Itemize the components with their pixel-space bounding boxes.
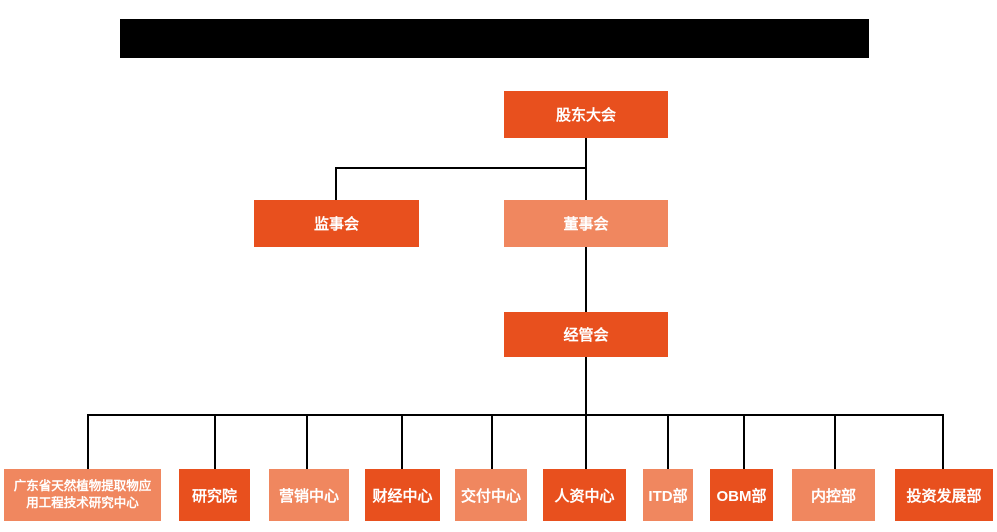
node-label: 经管会 (563, 327, 609, 344)
node-marketing-center: 营销中心 (269, 469, 349, 521)
node-investment-development-dept: 投资发展部 (895, 469, 993, 521)
node-hr-center: 人资中心 (543, 469, 626, 521)
node-label: OBM部 (716, 487, 767, 505)
connector-drop-research-center (87, 414, 89, 469)
node-label: 人资中心 (554, 487, 615, 505)
node-label: 投资发展部 (906, 487, 982, 505)
node-label: 研究院 (191, 487, 237, 505)
connector-drop-investment-dev (942, 414, 944, 469)
node-delivery-center: 交付中心 (455, 469, 527, 521)
node-itd-dept: ITD部 (643, 469, 693, 521)
connector-drop-itd-dept (667, 414, 669, 469)
node-shareholders-meeting: 股东大会 (504, 91, 668, 138)
node-label: 广东省天然植物提取物应用工程技术研究中心 (13, 479, 152, 510)
node-label: 营销中心 (278, 487, 339, 505)
node-internal-control-dept: 内控部 (792, 469, 875, 521)
node-board-of-directors: 董事会 (504, 200, 668, 247)
node-label: 内控部 (810, 487, 856, 505)
node-label: 财经中心 (372, 487, 433, 505)
connector-bottom-horizontal (87, 414, 944, 416)
node-plant-extract-research-center: 广东省天然植物提取物应用工程技术研究中心 (4, 469, 161, 521)
connector-drop-finance-center (401, 414, 403, 469)
connector-drop-marketing-center (306, 414, 308, 469)
node-label: 交付中心 (460, 487, 521, 505)
connector-shareholders-down (585, 138, 587, 201)
connector-drop-obm-dept (743, 414, 745, 469)
node-supervisory-board: 监事会 (254, 200, 419, 247)
node-finance-center: 财经中心 (365, 469, 440, 521)
node-label: 监事会 (313, 216, 359, 233)
connector-branch-horizontal (335, 167, 587, 169)
connector-supervisory-drop (335, 167, 337, 200)
node-research-institute: 研究院 (179, 469, 250, 521)
connector-drop-internal-control (834, 414, 836, 469)
node-management-committee: 经管会 (504, 312, 668, 357)
redacted-title-bar (120, 19, 869, 58)
connector-directors-down (585, 247, 587, 312)
node-obm-dept: OBM部 (710, 469, 773, 521)
node-label: ITD部 (648, 487, 688, 505)
connector-drop-delivery-center (491, 414, 493, 469)
node-label: 股东大会 (555, 107, 616, 124)
node-label: 董事会 (563, 216, 609, 233)
connector-management-down (585, 357, 587, 469)
connector-drop-research-institute (214, 414, 216, 469)
